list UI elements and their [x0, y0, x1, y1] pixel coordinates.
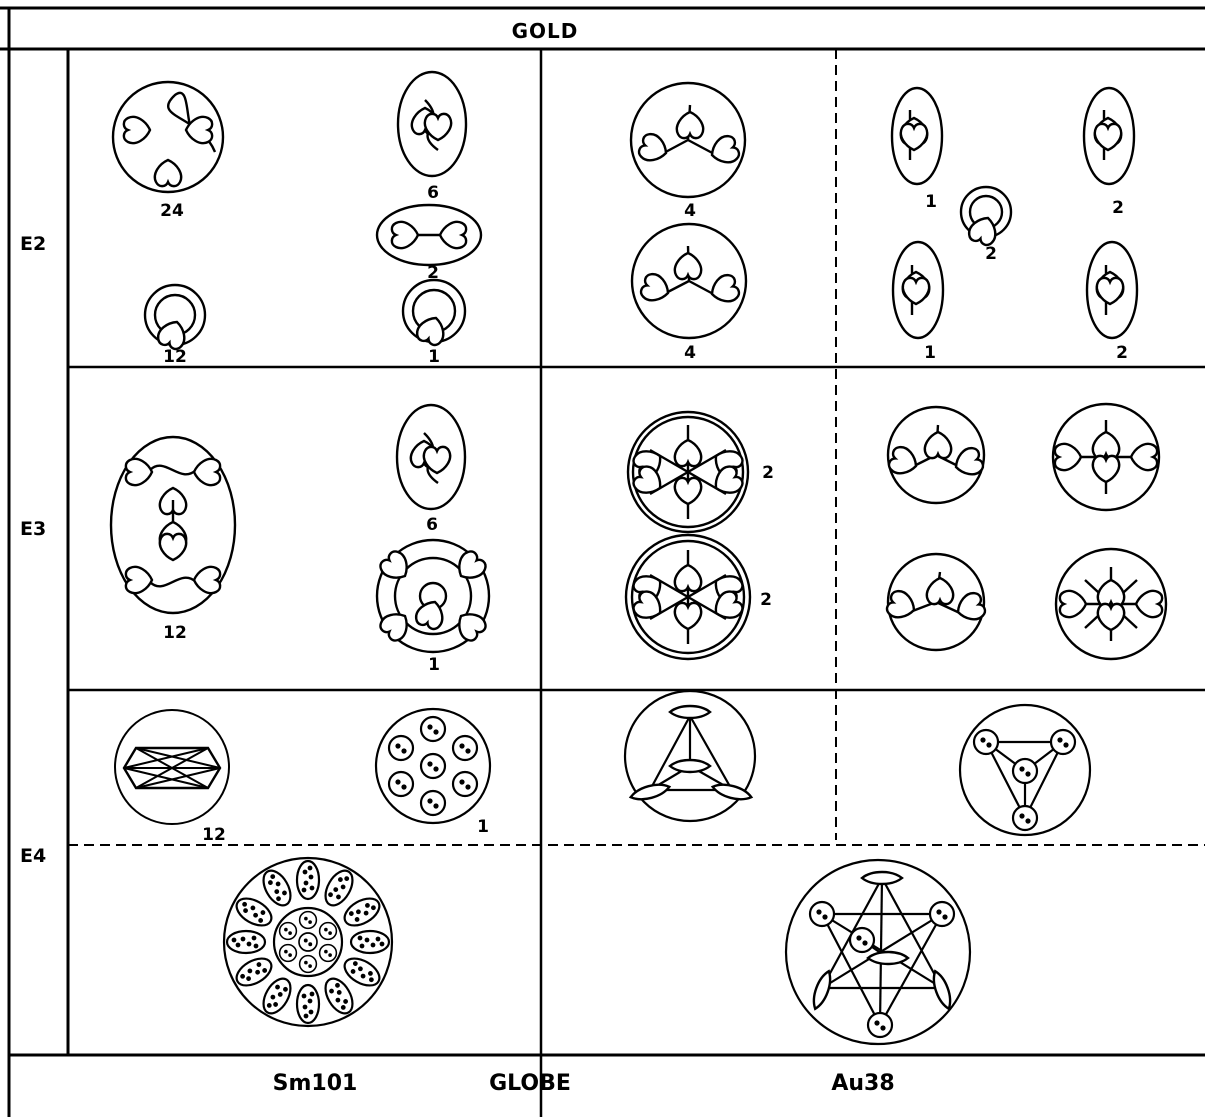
e4-motif-12: [115, 710, 229, 824]
mult-e2-f: 4: [684, 201, 696, 221]
mult-e4-a: 12: [202, 825, 226, 845]
mult-e4-b: 1: [477, 817, 489, 837]
figure-title: GOLD: [512, 19, 579, 43]
e4-triangle-lens: [625, 691, 755, 821]
e2-motif-12: [145, 285, 205, 351]
mult-e3-c: 1: [428, 655, 440, 675]
footer-right-label: Au38: [831, 1071, 894, 1096]
mult-e2-g: 4: [684, 343, 696, 363]
e3-motif-6: [397, 405, 465, 509]
footer-center-label: GLOBE: [489, 1071, 571, 1096]
e4-motif-1: [376, 709, 490, 823]
e2-motif-24: [113, 82, 223, 192]
mult-e3-a: 12: [163, 623, 187, 643]
e2-trefoil-top: [631, 83, 745, 197]
e4-triangle-circles: [960, 705, 1090, 835]
row-label-e2: E2: [20, 233, 46, 255]
mult-e3-e: 2: [760, 590, 772, 610]
row-label-e3: E3: [20, 518, 46, 540]
mult-e2-d: 12: [163, 347, 187, 367]
e3-motif-1: [377, 540, 489, 652]
au38-cluster: [786, 860, 970, 1044]
mult-e2-h: 1: [925, 192, 937, 212]
mult-e2-k: 1: [924, 343, 936, 363]
mult-e3-b: 6: [426, 515, 438, 535]
mult-e2-i: 2: [1112, 198, 1124, 218]
e2-au-ovals: [892, 88, 1137, 338]
e2-motif-2: [377, 205, 481, 265]
sm101-cluster: [224, 858, 392, 1026]
e3-motif-12: [111, 437, 235, 613]
e3-au-flowers: [885, 404, 1166, 659]
row-label-e4: E4: [20, 845, 46, 867]
mult-e2-e: 1: [428, 347, 440, 367]
mult-e2-b: 6: [427, 183, 439, 203]
footer-left-label: Sm101: [273, 1071, 358, 1096]
e2-motif-6: [398, 72, 466, 176]
mult-e2-l: 2: [1116, 343, 1128, 363]
e3-hexafoil-top: [628, 412, 748, 532]
e2-trefoil-bottom: [632, 224, 746, 338]
mult-e3-d: 2: [762, 463, 774, 483]
mult-e2-a: 24: [160, 201, 184, 221]
mult-e2-j: 2: [985, 244, 997, 264]
e3-hexafoil-bottom: [626, 535, 750, 659]
e2-motif-1: [403, 280, 465, 347]
